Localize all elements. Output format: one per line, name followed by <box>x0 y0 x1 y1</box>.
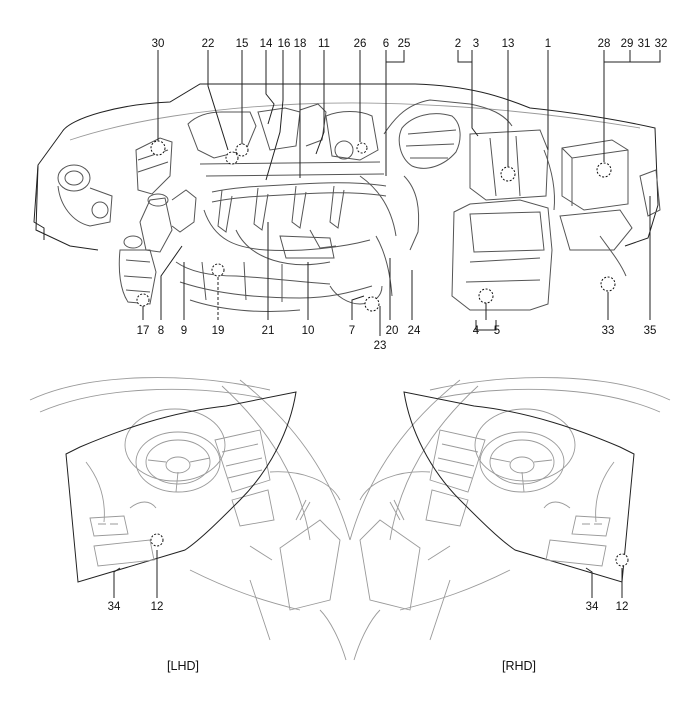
callout-15: 15 <box>236 38 249 50</box>
callout-11: 11 <box>318 38 330 50</box>
engine-bay-drawing <box>33 83 661 313</box>
rhd-caption: [RHD] <box>502 659 536 673</box>
callout-1: 1 <box>545 38 551 50</box>
engine-bay-leaders <box>142 50 661 336</box>
callout-23: 23 <box>374 340 387 352</box>
callout-26: 26 <box>354 38 367 50</box>
lhd-dashboard-drawing <box>29 377 351 661</box>
callout-13: 13 <box>502 38 515 50</box>
lhd-callouts: 34 12 <box>108 601 164 613</box>
engine-bay-callouts-bottom: 17 8 9 19 21 10 7 20 24 23 4 5 33 35 <box>137 325 657 352</box>
callout-35: 35 <box>644 325 657 337</box>
callout-4: 4 <box>473 325 480 337</box>
callout-12-lhd: 12 <box>151 601 164 613</box>
callout-34-lhd: 34 <box>108 601 121 613</box>
callout-29: 29 <box>621 38 634 50</box>
callout-5: 5 <box>494 325 500 337</box>
lhd-leaders <box>113 550 158 598</box>
callout-7: 7 <box>349 325 355 337</box>
callout-12-rhd: 12 <box>616 601 629 613</box>
callout-33: 33 <box>602 325 615 337</box>
rhd-location-marker-12 <box>615 553 629 567</box>
callout-16: 16 <box>278 38 291 50</box>
rhd-leaders <box>585 567 623 598</box>
lhd-location-marker-12 <box>150 533 164 547</box>
callout-6: 6 <box>383 38 389 50</box>
callout-10: 10 <box>302 325 315 337</box>
callout-2: 2 <box>455 38 461 50</box>
callout-18: 18 <box>294 38 307 50</box>
callout-3: 3 <box>473 38 479 50</box>
callout-20: 20 <box>386 325 399 337</box>
callout-25: 25 <box>398 38 411 50</box>
lhd-caption: [LHD] <box>167 659 199 673</box>
rhd-callouts: 34 12 <box>586 601 629 613</box>
callout-22: 22 <box>202 38 215 50</box>
callout-34-rhd: 34 <box>586 601 599 613</box>
callout-21: 21 <box>262 325 275 337</box>
callout-24: 24 <box>408 325 421 337</box>
rhd-dashboard-drawing <box>349 377 671 661</box>
callout-31: 31 <box>638 38 651 50</box>
callout-8: 8 <box>158 325 164 337</box>
callout-9: 9 <box>181 325 187 337</box>
engine-bay-location-markers <box>136 140 616 312</box>
callout-14: 14 <box>260 38 273 50</box>
callout-17: 17 <box>137 325 150 337</box>
callout-28: 28 <box>598 38 611 50</box>
callout-32: 32 <box>655 38 668 50</box>
callout-30: 30 <box>152 38 165 50</box>
engine-bay-callouts-top: 30 22 15 14 16 18 11 26 6 25 2 3 13 1 28… <box>152 38 668 50</box>
callout-19: 19 <box>212 325 225 337</box>
